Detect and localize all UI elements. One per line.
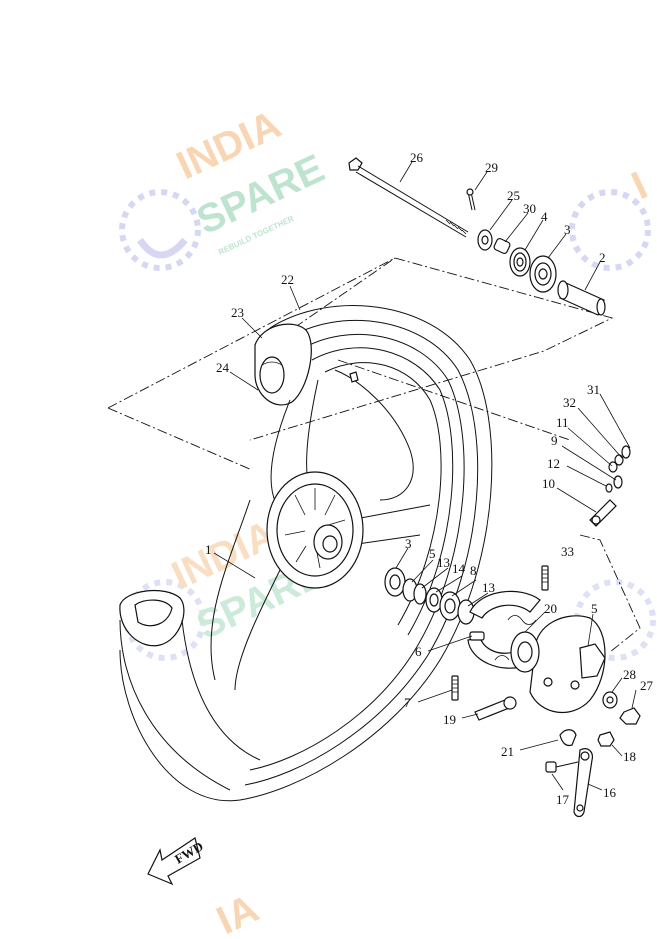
cam-shaft-19 [474,696,517,721]
assembly-guide-lines [107,257,641,653]
callout-8: 8 [470,563,477,578]
svg-text:I: I [625,164,654,209]
tyre-section-bottom [119,590,261,791]
callout-2: 2 [599,250,606,265]
speedo-gear-parts [589,445,631,527]
spacer [493,237,511,255]
callout-22: 22 [281,272,294,287]
callout-33: 33 [561,544,574,559]
callout-3: 3 [564,222,571,237]
tyre-section-top [254,323,312,406]
callout-1: 1 [205,542,212,557]
callout-25: 25 [507,188,520,203]
fwd-arrow: FWD [147,837,206,886]
clip-21 [559,729,577,747]
collar [477,229,493,251]
callout-27: 27 [640,678,654,693]
brake-arm-16 [573,748,593,818]
callout-31: 31 [587,382,600,397]
callout-3-hub: 3 [405,536,412,551]
callout-14: 14 [452,561,466,576]
callout-19: 19 [443,712,456,727]
bearing-small [509,247,531,277]
callout-16: 16 [603,785,617,800]
callout-5-plate: 5 [591,601,598,616]
grease-nipple-33 [541,565,549,591]
callout-18: 18 [623,749,636,764]
wheel-assembly [119,305,493,802]
bearing-large [529,255,557,293]
nut-27 [619,707,641,725]
axle-sleeve [557,280,606,316]
watermark-right: I [569,164,654,271]
callout-26: 26 [410,150,424,165]
callout-5-hub: 5 [429,546,436,561]
hub-side-parts [384,567,475,625]
leader-lines [213,161,637,791]
callout-10: 10 [542,476,555,491]
brake-plate [510,615,606,714]
callout-20: 20 [544,601,557,616]
wheel-hub [266,471,364,589]
callout-24: 24 [216,360,230,375]
callout-21: 21 [501,744,514,759]
callout-29: 29 [485,160,498,175]
watermark-top: INDIA SPARE REBUILD TOGETHER [119,102,331,271]
axle [348,157,469,238]
callout-7: 7 [404,695,411,710]
callout-6: 6 [415,644,422,659]
callout-11: 11 [556,415,569,430]
callout-4: 4 [541,209,548,224]
svg-text:IA: IA [210,886,265,939]
callout-30: 30 [523,201,536,216]
bolt-17 [545,761,579,773]
callout-17: 17 [556,792,570,807]
nut-18 [597,731,615,747]
callout-32: 32 [563,395,576,410]
callout-13-hub: 13 [437,555,450,570]
cotter-pin [466,188,476,211]
callout-28: 28 [623,667,636,682]
callout-12: 12 [547,456,560,471]
callout-23: 23 [231,305,244,320]
grease-nipple-7 [451,675,459,701]
washer-28 [602,691,618,709]
callout-9: 9 [551,433,558,448]
watermark-bottom: IA [210,886,265,939]
callout-numbers: 26 29 25 30 4 3 2 22 23 24 31 32 11 9 12… [205,150,654,807]
callout-13-shoe: 13 [482,580,495,595]
